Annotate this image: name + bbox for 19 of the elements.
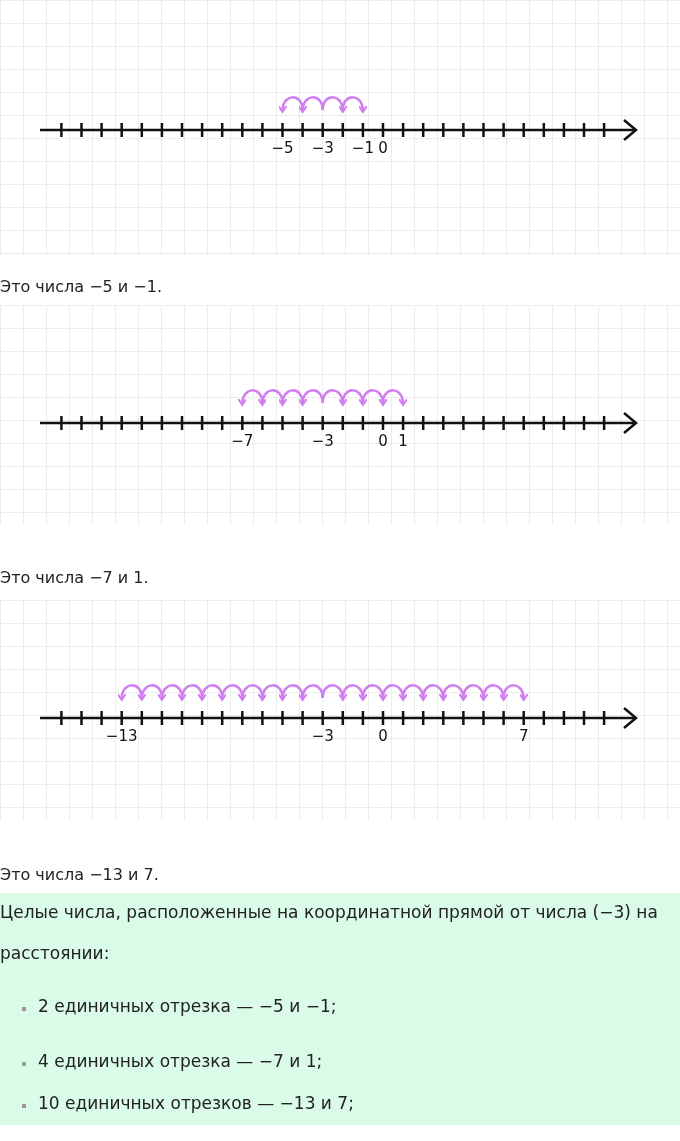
answer-sentence: Это числа −13 и 7. xyxy=(0,865,159,884)
list-item: 10 единичных отрезков — −13 и 7; xyxy=(38,1093,354,1113)
tick-label: −3 xyxy=(311,727,334,745)
tick-label: 0 xyxy=(378,727,388,745)
tick-label: −13 xyxy=(105,727,138,745)
tick-label: 7 xyxy=(518,727,529,745)
answer-sentence: Это числа −7 и 1. xyxy=(0,568,149,587)
tick-label: −7 xyxy=(231,432,254,450)
tick-label: −3 xyxy=(311,139,334,157)
tick-label: 0 xyxy=(378,432,388,450)
tick-label: −1 xyxy=(351,139,374,157)
answer-sentence: Это числа −5 и −1. xyxy=(0,277,162,296)
list-item: 2 единичных отрезка — −5 и −1; xyxy=(38,996,337,1016)
conclusion-paragraph: Целые числа, расположенные на координатной прямой от числа (−3) на расстоянии: xyxy=(0,901,659,965)
tick-label: −5 xyxy=(271,139,294,157)
tick-label: 1 xyxy=(398,432,408,450)
tick-label: −3 xyxy=(311,432,334,450)
tick-label: 0 xyxy=(378,139,388,157)
list-item: 4 единичных отрезка — −7 и 1; xyxy=(38,1051,323,1071)
